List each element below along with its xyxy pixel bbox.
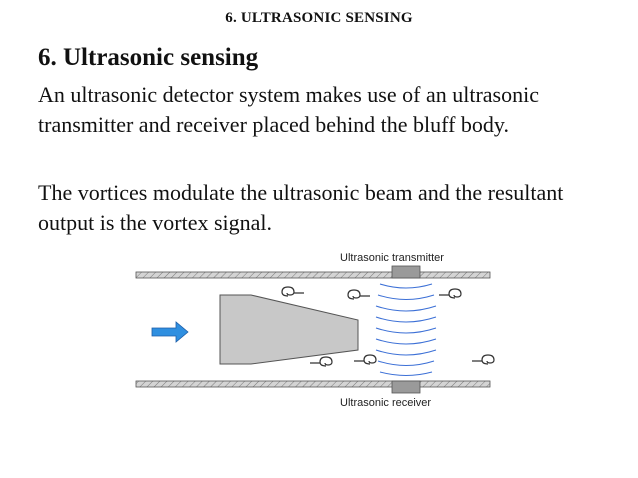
paragraph-line: The vortices modulate the ultrasonic bea… [38, 180, 564, 205]
transmitter-label: Ultrasonic transmitter [340, 252, 444, 264]
vortex-icon [281, 286, 304, 297]
slide-header: 6. ULTRASONIC SENSING [225, 10, 413, 26]
paragraph-detector-system: An ultrasonic detector system makes use … [38, 80, 638, 140]
transmitter-block [391, 265, 421, 279]
paragraph-vortex-signal: The vortices modulate the ultrasonic bea… [38, 178, 638, 238]
section-title: 6. Ultrasonic sensing [38, 44, 259, 71]
vortices [281, 286, 495, 367]
receiver-block [391, 380, 421, 394]
vortex-icon [439, 288, 462, 299]
pipe-bottom-wall [135, 380, 491, 388]
paragraph-line: An ultrasonic detector system makes use … [38, 82, 539, 107]
vortex-icon [354, 354, 377, 365]
receiver-label: Ultrasonic receiver [340, 397, 431, 409]
vortex-icon [347, 289, 370, 300]
ultrasonic-beam [375, 283, 437, 376]
vortex-icon [472, 354, 495, 365]
pipe-top-wall [135, 271, 491, 279]
ultrasonic-flowmeter-diagram: Ultrasonic transmitter Ultrasonic receiv… [135, 252, 495, 409]
flow-direction-arrow-icon [151, 321, 189, 343]
paragraph-line: output is the vortex signal. [38, 210, 273, 235]
vortex-icon [310, 356, 333, 367]
paragraph-line: transmitter and receiver placed behind t… [38, 112, 509, 137]
bluff-body [219, 294, 359, 365]
